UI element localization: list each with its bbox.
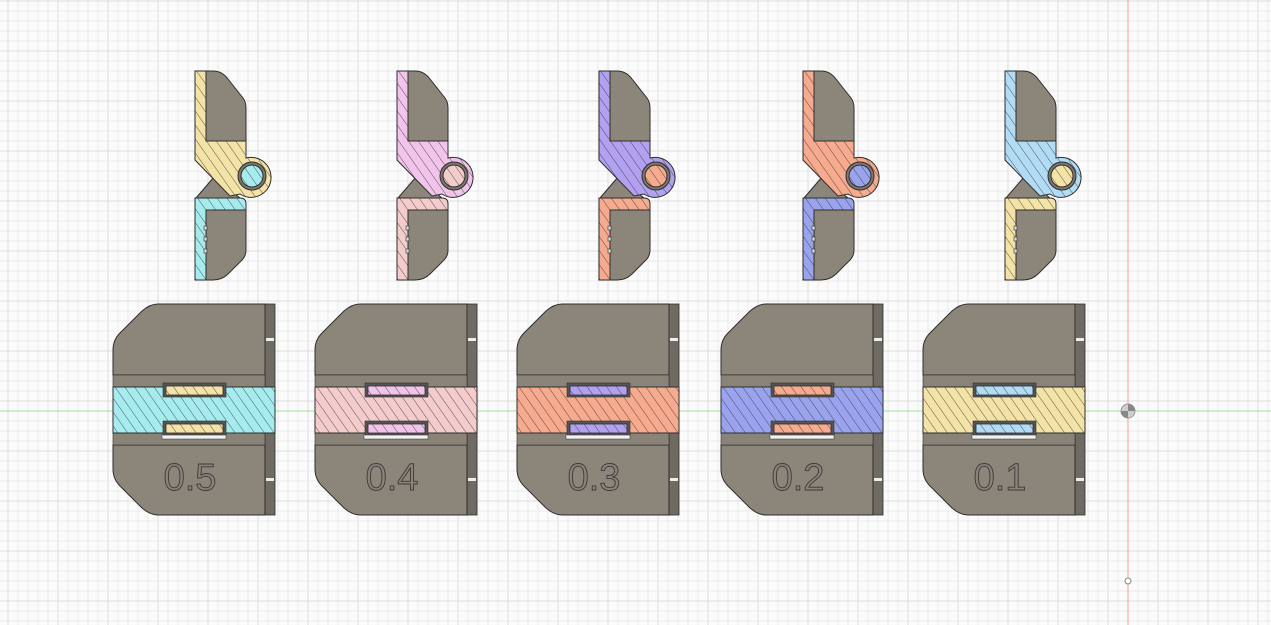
point-marker-icon[interactable] (1124, 577, 1132, 585)
body-upper (205, 70, 247, 142)
body-upper (813, 70, 855, 142)
hinge-section-front-view[interactable]: 0.5 (112, 303, 276, 516)
body-top (922, 303, 1076, 376)
body-bottom (922, 444, 1076, 516)
body-bottom (314, 444, 468, 516)
hatched-slot-top (975, 385, 1034, 396)
body-lower (609, 209, 651, 281)
hinge-pin (644, 164, 668, 188)
hinge-pin (240, 164, 264, 188)
clearance-label: 0.1 (974, 457, 1027, 499)
hinge-section-front-view[interactable]: 0.1 (922, 303, 1086, 516)
body-bottom (516, 444, 670, 516)
body-bottom (112, 444, 266, 516)
hinge-pin (442, 164, 466, 188)
body-bottom (720, 444, 874, 516)
clearance-label: 0.3 (568, 457, 621, 499)
hinge-pin (1050, 164, 1074, 188)
hinge-section-top-view[interactable] (598, 70, 676, 281)
hinge-section-front-view[interactable]: 0.4 (314, 303, 478, 516)
hatched-slot-bottom (773, 423, 832, 434)
body-upper (407, 70, 449, 142)
clearance-label: 0.4 (366, 457, 419, 499)
hinge-section-front-view[interactable]: 0.2 (720, 303, 884, 516)
body-top (516, 303, 670, 376)
hinge-section-top-view[interactable] (802, 70, 880, 281)
hinge-pin (848, 164, 872, 188)
hatched-slot-bottom (165, 423, 224, 434)
origin-icon[interactable] (1120, 403, 1136, 419)
body-upper (1015, 70, 1057, 142)
hatched-slot-top (569, 385, 628, 396)
clearance-label: 0.5 (164, 457, 217, 499)
hinge-section-top-view[interactable] (396, 70, 474, 281)
body-upper (609, 70, 651, 142)
hatched-slot-bottom (367, 423, 426, 434)
hatched-slot-top (367, 385, 426, 396)
hatched-slot-bottom (975, 423, 1034, 434)
body-lower (1015, 209, 1057, 281)
clearance-label: 0.2 (772, 457, 825, 499)
hatched-slot-bottom (569, 423, 628, 434)
hatched-slot-top (773, 385, 832, 396)
hinge-section-top-view[interactable] (194, 70, 272, 281)
body-lower (813, 209, 855, 281)
body-lower (407, 209, 449, 281)
body-top (314, 303, 468, 376)
hinge-section-front-view[interactable]: 0.3 (516, 303, 680, 516)
body-lower (205, 209, 247, 281)
body-top (720, 303, 874, 376)
hatched-slot-top (165, 385, 224, 396)
hinge-section-top-view[interactable] (1004, 70, 1082, 281)
body-top (112, 303, 266, 376)
